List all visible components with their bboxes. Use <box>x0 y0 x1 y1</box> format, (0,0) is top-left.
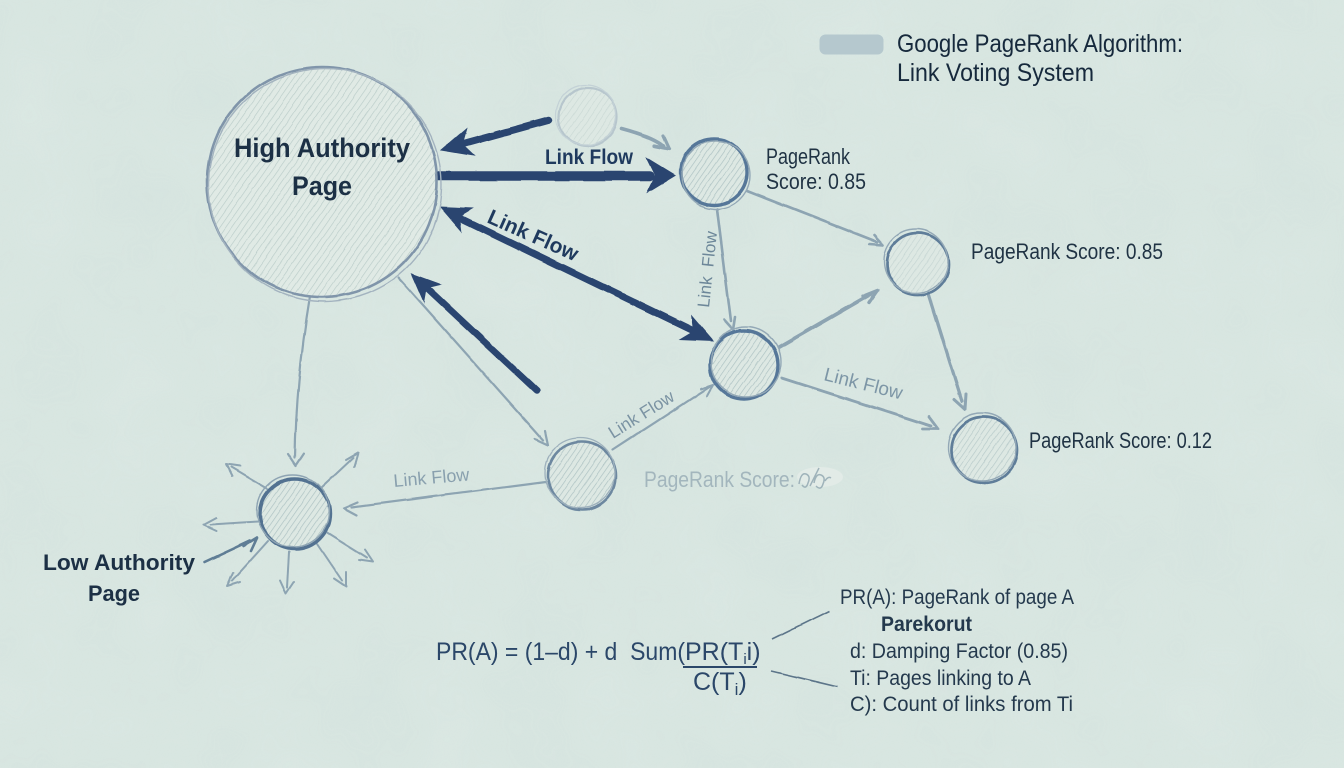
svg-text:PageRank Score: 0.85: PageRank Score: 0.85 <box>971 239 1163 264</box>
svg-text:Score: 0.85: Score: 0.85 <box>766 169 866 194</box>
svg-text:C(Ti): C(Ti) <box>693 668 747 699</box>
svg-text:PR(A): PageRank of page A: PR(A): PageRank of page A <box>840 586 1074 609</box>
svg-text:PageRank: PageRank <box>766 144 851 169</box>
svg-text:Ti: Pages linking to A: Ti: Pages linking to A <box>850 667 1031 690</box>
svg-text:High Authority: High Authority <box>234 133 410 163</box>
svg-text:PR(Tii): PR(Tii) <box>685 638 761 668</box>
svg-text:Page: Page <box>88 581 140 606</box>
svg-text:PageRank Score: 0.12: PageRank Score: 0.12 <box>1029 428 1212 453</box>
svg-text:Link Flow: Link Flow <box>545 146 634 169</box>
svg-text:Google PageRank Algorithm:: Google PageRank Algorithm: <box>897 30 1183 58</box>
svg-text:Low Authority: Low Authority <box>43 550 196 575</box>
svg-text:PageRank Score:: PageRank Score: <box>644 467 795 492</box>
svg-text:Page: Page <box>292 171 352 201</box>
svg-text:Parekorut: Parekorut <box>881 613 972 636</box>
svg-text:d: Damping Factor (0.85): d: Damping Factor (0.85) <box>850 640 1068 663</box>
svg-text:C): Count of links from Ti: C): Count of links from Ti <box>850 693 1073 716</box>
svg-text:Link Voting System: Link Voting System <box>897 59 1094 87</box>
svg-text:PR(A) = (1–d) + d Sum(: PR(A) = (1–d) + d Sum( <box>436 638 686 666</box>
